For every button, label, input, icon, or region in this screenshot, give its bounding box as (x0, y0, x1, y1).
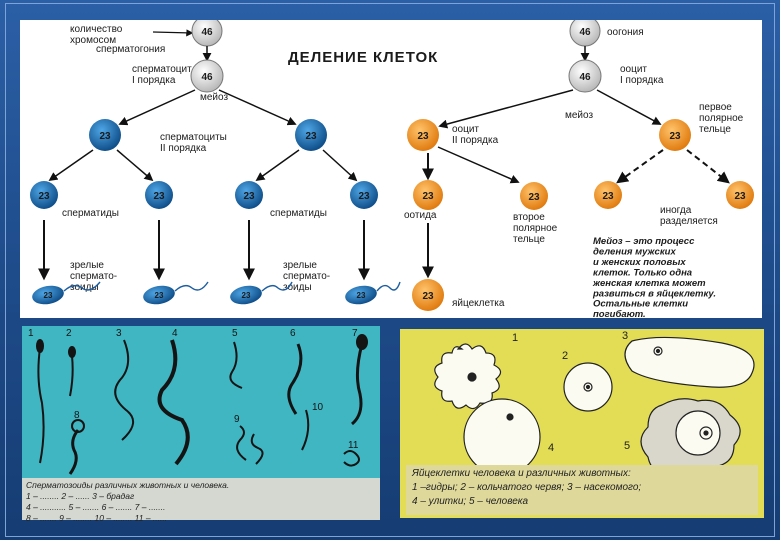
sperm-caption: Сперматозоиды различных животных и челов… (22, 478, 380, 520)
svg-text:23: 23 (357, 291, 366, 300)
egg-insect (625, 337, 754, 387)
spermatid-count-4: 23 (358, 191, 370, 202)
sperm-cell-4: 23 (344, 282, 400, 307)
sperm-fig-num-8: 8 (74, 410, 80, 421)
sperm-figure-9 (237, 426, 262, 464)
sperm-fig-num-3: 3 (116, 328, 122, 339)
sperm-figure-11 (344, 451, 359, 466)
arrow-polar-split-right (687, 150, 728, 182)
sperm-fig-num-11: 11 (348, 440, 359, 451)
egg-varieties-svg: 1 2 3 4 5 (400, 329, 764, 465)
sperm-fig-num-4: 4 (172, 328, 178, 339)
sperm-fig-num-9: 9 (234, 414, 240, 425)
sperm-fig-num-7: 7 (352, 328, 358, 339)
oocyte2-count: 23 (417, 131, 429, 142)
egg-caption: Яйцеклетки человека и различных животных… (406, 465, 758, 515)
chromosome-pointer-line (153, 32, 192, 33)
male-meiosis-label: мейоз (200, 92, 228, 103)
sperm-caption-text: Сперматозоиды различных животных и челов… (26, 480, 376, 524)
second-polar-body-count: 23 (528, 192, 540, 203)
sperm-figure-4 (160, 340, 188, 464)
sperm-cell-2: 23 (142, 282, 208, 307)
arrow-sc2-right-b (323, 150, 356, 180)
egg-fig-num-1: 1 (512, 332, 518, 344)
sperm-varieties-panel: 1 2 3 4 5 6 7 8 9 10 11 Сперматозоиды ра… (22, 326, 380, 520)
ootid-label: оотида (404, 210, 437, 221)
arrow-meiosis-right (219, 90, 295, 124)
arrow-oocyte2-polar (438, 147, 518, 182)
spermatocyte2-count-right: 23 (305, 131, 317, 142)
arrow-polar-split-left (618, 150, 663, 182)
diagram-title: ДЕЛЕНИЕ КЛЕТОК (288, 49, 438, 66)
oocyte1-count: 46 (579, 72, 591, 83)
egg-fig-num-5: 5 (624, 440, 630, 452)
sperm-figure-8 (70, 430, 78, 474)
spermatogonium-count: 46 (201, 27, 213, 38)
spermatid-count-3: 23 (243, 191, 255, 202)
egg-fig-num-4: 4 (548, 442, 554, 454)
egg-count: 23 (422, 291, 434, 302)
sperm-fig-num-5: 5 (232, 328, 238, 339)
first-polar-body-count: 23 (669, 131, 681, 142)
sperm-figure-6 (289, 344, 301, 414)
sperm-fig-num-10: 10 (312, 402, 324, 413)
sperm-figure-1 (38, 348, 43, 463)
spermatocyte1-count: 46 (201, 72, 213, 83)
sperm-figure-10 (302, 410, 308, 450)
ootid-count: 23 (422, 191, 434, 202)
sperm-figure-2 (70, 356, 73, 396)
oogonium-count: 46 (579, 27, 591, 38)
spermatids-label-right: сперматиды (270, 208, 327, 219)
egg-caption-text: Яйцеклетки человека и различных животных… (412, 467, 752, 509)
arrow-female-meiosis-right (597, 90, 660, 124)
egg-snail (464, 399, 540, 465)
spermatid-count-2: 23 (153, 191, 165, 202)
sperm-figure-5 (230, 342, 242, 388)
arrow-sc2-right-a (257, 150, 299, 180)
arrow-sc2-left-b (117, 150, 152, 180)
egg-fig-num-3: 3 (622, 330, 628, 342)
sperm-fig-num-6: 6 (290, 328, 296, 339)
spermatogonia-label: сперматогония (96, 44, 165, 55)
spermatocyte2-count-left: 23 (99, 131, 111, 142)
sperm-figure-7 (352, 344, 362, 424)
female-meiosis-label: мейоз (565, 110, 593, 121)
polar-split-count-right: 23 (734, 191, 746, 202)
spermatids-label-left: сперматиды (62, 208, 119, 219)
svg-text:23: 23 (155, 291, 164, 300)
arrow-meiosis-left (120, 90, 195, 124)
sperm-varieties-svg: 1 2 3 4 5 6 7 8 9 10 11 (22, 326, 380, 478)
spermatid-count-1: 23 (38, 191, 50, 202)
egg-label: яйцеклетка (452, 298, 505, 309)
egg-varieties-panel: 1 2 3 4 5 Яйцеклетки человека и различны… (400, 329, 764, 518)
arrow-sc2-left-a (50, 150, 93, 180)
sperm-fig-num-2: 2 (66, 328, 72, 339)
oogonia-label: оогония (607, 27, 644, 38)
egg-fig-num-2: 2 (562, 350, 568, 362)
polar-split-count-left: 23 (602, 191, 614, 202)
sperm-figure-3 (115, 340, 133, 440)
sperm-fig-num-1: 1 (28, 328, 34, 339)
svg-text:23: 23 (242, 291, 251, 300)
svg-text:23: 23 (44, 291, 53, 300)
arrow-female-meiosis-left (440, 90, 573, 126)
